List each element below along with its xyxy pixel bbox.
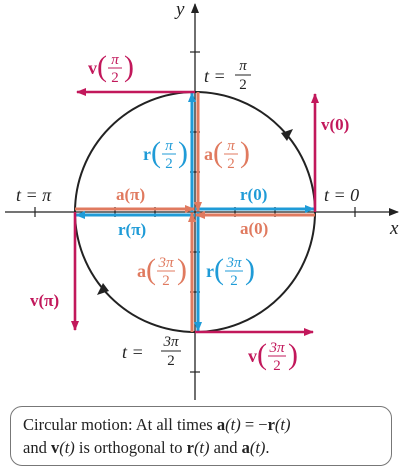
label-a-pi-half: a ( π 2 ) [204,136,250,172]
label-r-pi: r(π) [118,220,146,239]
svg-text:(: ( [146,253,156,286]
label-t-3pi-half: t = 3π 2 [122,334,181,369]
label-t-0: t = 0 [324,185,359,205]
svg-text:): ) [245,253,255,286]
direction-arrow-icon [97,283,109,295]
label-a-0: a(0) [240,219,268,238]
y-axis-label: y [174,0,185,20]
svg-text:): ) [178,136,188,169]
svg-text:3π: 3π [162,334,179,350]
svg-text:r: r [206,261,214,281]
svg-text:3π: 3π [268,340,285,356]
svg-text:3π: 3π [157,255,174,271]
svg-text:(: ( [257,338,267,371]
label-a-pi: a(π) [116,185,145,204]
svg-text:2: 2 [167,353,175,369]
label-v-0: v(0) [321,115,349,134]
svg-text:(: ( [97,50,107,83]
svg-text:v: v [248,346,257,366]
svg-text:t =: t = [122,342,144,362]
svg-text:3π: 3π [225,255,242,271]
svg-text:2: 2 [165,156,173,172]
caption-line-1: Circular motion: At all times a(t) = −r(… [23,415,291,434]
svg-text:): ) [288,338,298,371]
label-r-0: r(0) [240,185,267,204]
caption-line-2: and v(t) is orthogonal to r(t) and a(t). [23,438,270,457]
svg-text:v: v [88,58,97,78]
label-r-pi-half: r ( π 2 ) [143,136,188,172]
svg-text:2: 2 [273,358,281,374]
label-a-3pi-half: a ( 3π 2 ) [137,253,187,289]
svg-text:(: ( [213,136,223,169]
svg-text:2: 2 [230,273,238,289]
svg-text:2: 2 [162,273,170,289]
svg-text:r: r [143,144,151,164]
svg-text:2: 2 [227,156,235,172]
svg-text:t =: t = [204,66,226,86]
label-r-3pi-half: r ( 3π 2 ) [206,253,255,289]
direction-arrow-icon [281,129,293,141]
svg-text:2: 2 [239,77,247,93]
label-v-3pi-half: v ( 3π 2 ) [248,338,298,374]
svg-text:2: 2 [111,70,119,86]
svg-text:π: π [165,138,173,154]
svg-text:): ) [240,136,250,169]
label-t-pi: t = π [16,185,52,205]
svg-text:): ) [177,253,187,286]
label-v-pi-half: v ( π 2 ) [88,50,134,86]
svg-text:a: a [137,261,146,281]
label-v-pi: v(π) [30,291,59,310]
caption-box: Circular motion: At all times a(t) = −r(… [10,406,392,466]
x-axis-label: x [389,218,399,239]
svg-text:a: a [204,144,213,164]
svg-text:(: ( [151,136,161,169]
svg-text:(: ( [214,253,224,286]
label-t-pi-half: t = π 2 [204,58,251,93]
svg-text:): ) [124,50,134,83]
svg-text:π: π [239,58,247,74]
svg-text:π: π [227,138,235,154]
circular-motion-diagram: x y t = 0 t = π t = π [5,0,399,400]
svg-text:π: π [111,52,119,68]
